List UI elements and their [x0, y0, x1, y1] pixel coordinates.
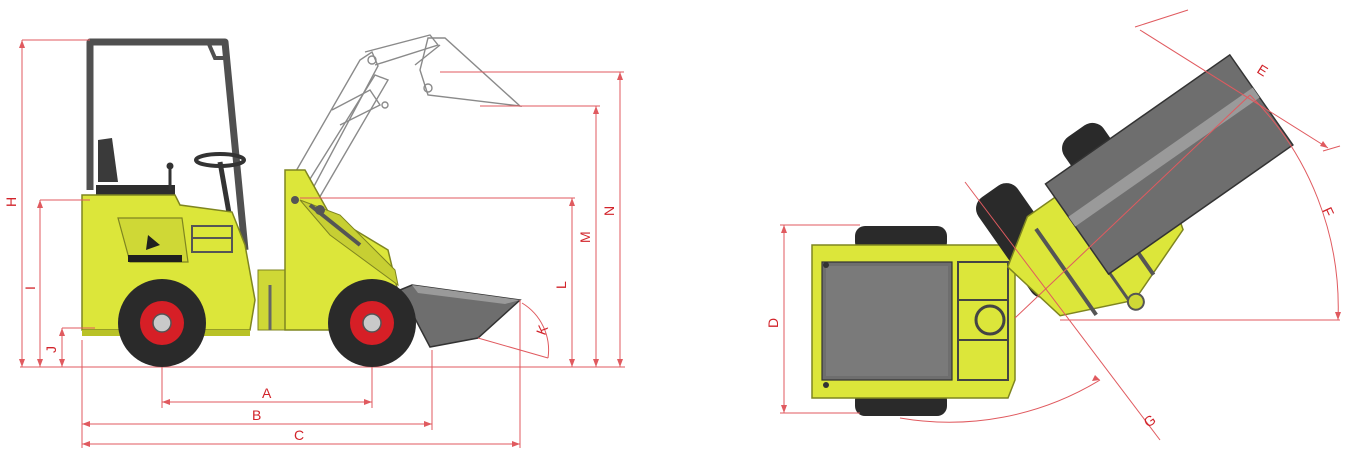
dim-label-g: G [1141, 411, 1159, 430]
dim-label-d: D [765, 318, 781, 328]
top-bucket [1044, 53, 1294, 276]
top-dimension-lines [780, 9, 1341, 441]
dim-label-h: H [3, 197, 19, 207]
dim-label-j: J [43, 346, 59, 353]
rear-wheel [118, 279, 206, 367]
side-dimension-arrows [19, 40, 623, 447]
dim-label-m: M [577, 231, 593, 243]
side-view: H I J L M N K A B C [3, 34, 625, 448]
dim-label-f: F [1319, 205, 1337, 220]
dim-label-c: C [294, 427, 304, 443]
top-dimension-arrows [781, 141, 1341, 413]
dim-label-e: E [1254, 61, 1270, 80]
dim-label-n: N [601, 206, 617, 216]
top-chassis [811, 244, 1016, 399]
dim-label-l: L [553, 281, 569, 289]
raised-arm-outline [286, 34, 523, 201]
dim-label-a: A [262, 385, 272, 401]
dim-label-b: B [252, 407, 261, 423]
top-view: D E F G [765, 9, 1341, 441]
bucket-lowered [398, 284, 522, 348]
front-wheel [328, 279, 416, 367]
seat [96, 138, 175, 200]
dim-label-i: I [22, 286, 38, 290]
rops-frame [86, 38, 249, 251]
